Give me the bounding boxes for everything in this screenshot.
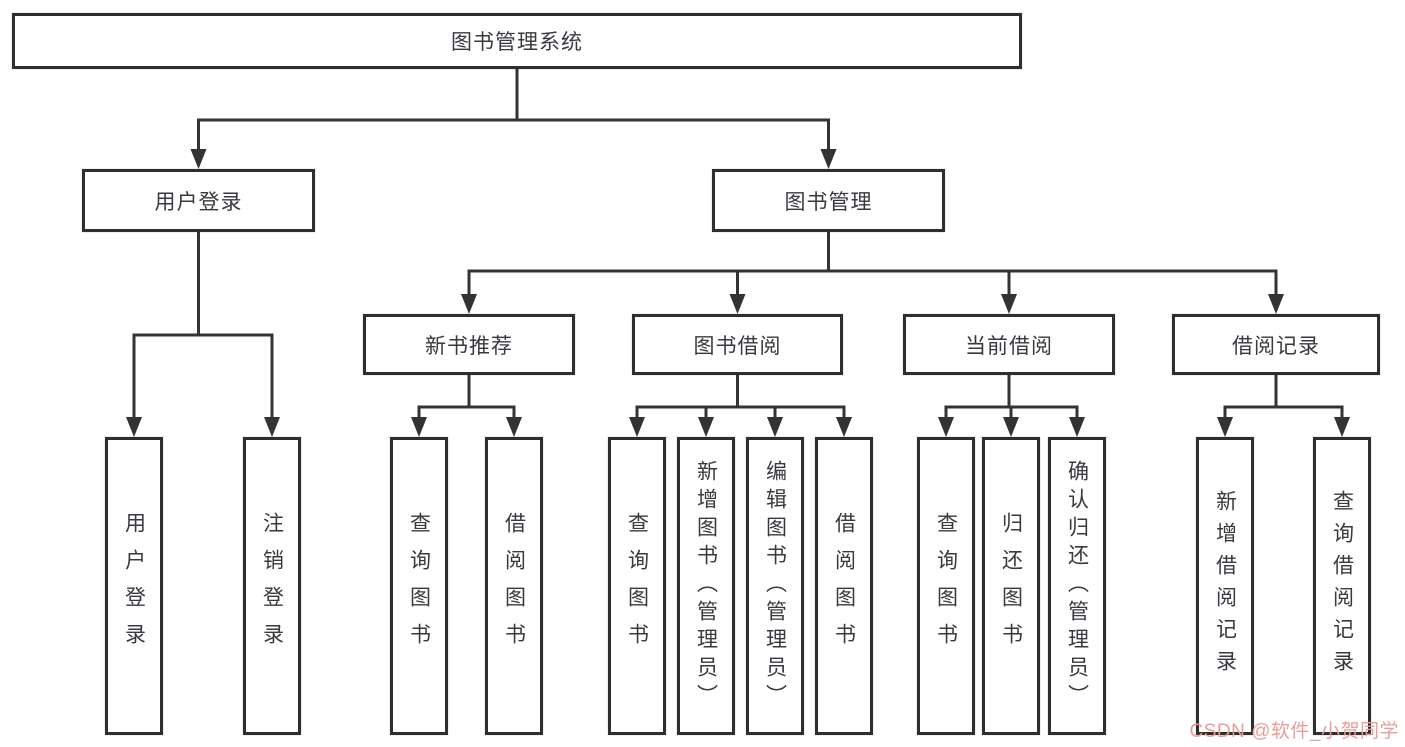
leaf-query-books-2-label: 查询图书: [625, 512, 649, 660]
leaf-confirm-return-admin: 确认归还（管理员）: [1048, 437, 1106, 735]
arrow-down-icon: [1069, 417, 1085, 437]
arrow-down-icon: [411, 417, 427, 437]
arrow-down-icon: [729, 294, 746, 314]
arrow-down-icon: [461, 294, 477, 314]
leaf-add-book-admin: 新增图书（管理员）: [677, 437, 735, 735]
leaf-logout: 注销登录: [243, 437, 301, 735]
arrow-down-icon: [264, 417, 280, 437]
arrow-down-icon: [820, 149, 837, 169]
leaf-query-borrow-record: 查询借阅记录: [1313, 437, 1371, 735]
arrow-down-icon: [938, 417, 954, 437]
leaf-edit-book-admin: 编辑图书（管理员）: [746, 437, 804, 735]
node-book-management: 图书管理: [712, 169, 945, 232]
node-system-label: 图书管理系统: [451, 31, 583, 54]
leaf-borrow-books-1-label: 借阅图书: [502, 512, 526, 660]
arrow-down-icon: [190, 149, 207, 169]
leaf-return-book-label: 归还图书: [999, 512, 1023, 660]
leaf-query-books-3-label: 查询图书: [934, 512, 958, 660]
node-system: 图书管理系统: [12, 13, 1022, 69]
node-new-book-recommend: 新书推荐: [363, 314, 575, 375]
arrow-down-icon: [1001, 294, 1017, 314]
node-borrowing-records-label: 借阅记录: [1232, 334, 1320, 358]
node-user-login-label: 用户登录: [154, 190, 243, 214]
leaf-user-login-label: 用户登录: [122, 512, 146, 660]
leaf-add-book-admin-label: 新增图书（管理员）: [694, 460, 718, 712]
arrow-down-icon: [1268, 294, 1284, 314]
leaf-confirm-return-admin-label: 确认归还（管理员）: [1065, 460, 1089, 712]
leaf-query-books-1-label: 查询图书: [407, 512, 431, 660]
arrow-down-icon: [836, 417, 852, 437]
arrow-down-icon: [126, 417, 142, 437]
arrow-down-icon: [629, 417, 645, 437]
arrow-down-icon: [506, 417, 522, 437]
leaf-edit-book-admin-label: 编辑图书（管理员）: [763, 460, 787, 712]
leaf-query-books-3: 查询图书: [917, 437, 975, 735]
node-borrowing-records: 借阅记录: [1172, 314, 1380, 375]
arrow-down-icon: [698, 417, 714, 437]
leaf-query-books-1: 查询图书: [390, 437, 448, 735]
leaf-user-login: 用户登录: [105, 437, 163, 735]
leaf-logout-label: 注销登录: [260, 512, 284, 660]
arrow-down-icon: [767, 417, 783, 437]
leaf-query-books-2: 查询图书: [608, 437, 666, 735]
node-user-login: 用户登录: [82, 169, 315, 232]
leaf-borrow-books-2-label: 借阅图书: [832, 512, 856, 660]
arrow-down-icon: [1003, 417, 1019, 437]
node-book-borrowing-label: 图书借阅: [693, 334, 782, 358]
node-new-book-recommend-label: 新书推荐: [425, 334, 513, 358]
node-current-borrowing: 当前借阅: [903, 314, 1115, 375]
leaf-query-borrow-record-label: 查询借阅记录: [1330, 490, 1354, 682]
leaf-return-book: 归还图书: [982, 437, 1040, 735]
node-current-borrowing-label: 当前借阅: [965, 334, 1053, 358]
leaf-borrow-books-2: 借阅图书: [815, 437, 873, 735]
leaf-borrow-books-1: 借阅图书: [485, 437, 543, 735]
leaf-add-borrow-record: 新增借阅记录: [1196, 437, 1254, 735]
arrow-down-icon: [1217, 417, 1233, 437]
node-book-management-label: 图书管理: [784, 190, 873, 214]
arrow-down-icon: [1334, 417, 1350, 437]
leaf-add-borrow-record-label: 新增借阅记录: [1213, 490, 1237, 682]
node-book-borrowing: 图书借阅: [632, 314, 843, 375]
